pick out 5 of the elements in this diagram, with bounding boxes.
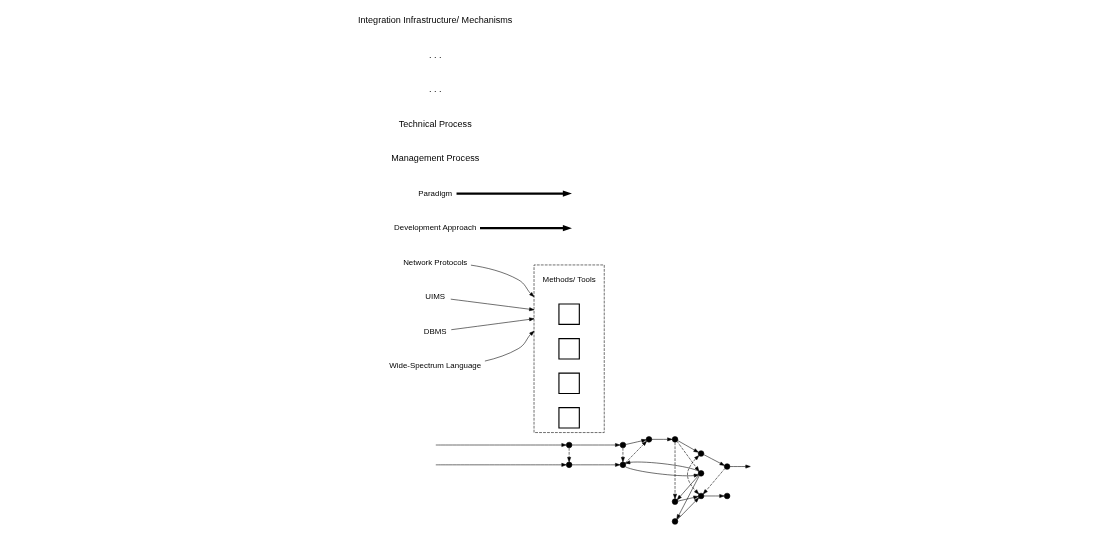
label: Management Process — [391, 153, 480, 164]
label: . . . — [428, 49, 442, 60]
label: Integration Infrastructure/ Mechanisms — [358, 15, 513, 26]
label: . . . — [428, 84, 442, 95]
label: Technical Process — [398, 118, 472, 129]
